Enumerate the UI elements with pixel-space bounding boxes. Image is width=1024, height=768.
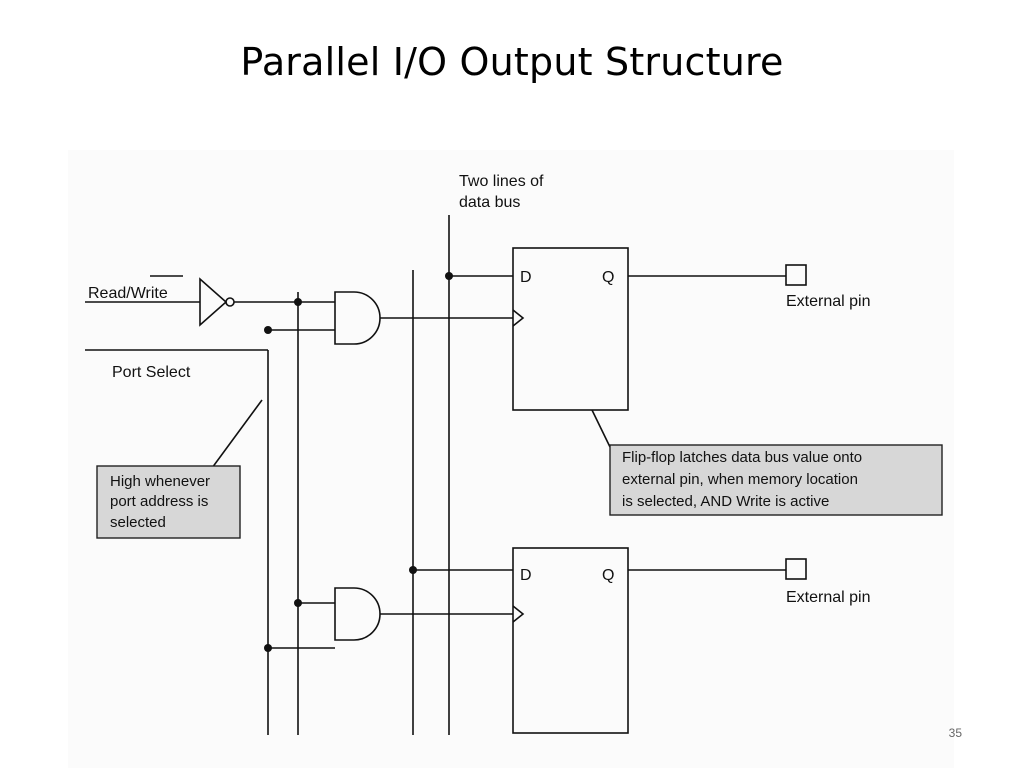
inverter-gate: [199, 277, 228, 327]
flip-flop-2: [512, 547, 629, 734]
read-write-label: Read/Write: [88, 285, 168, 302]
ff1-d-label: D: [520, 269, 532, 286]
junction-bus1-ff2: [409, 566, 417, 574]
port-note-line-3: selected: [110, 514, 166, 531]
external-pin-box-2: [785, 558, 807, 580]
external-pin-box-1: [785, 264, 807, 286]
junction-ps-and1: [264, 326, 272, 334]
junction-ps-and2: [264, 644, 272, 652]
and-gate-2: [334, 587, 381, 641]
ff1-callout-pointer: [591, 409, 611, 448]
data-bus-label-line-2: data bus: [459, 194, 520, 211]
flipflop-note-box: [609, 444, 943, 516]
ff1-q-label: Q: [602, 269, 614, 286]
port-note-line-2: port address is: [110, 493, 208, 510]
port-note-pointer: [211, 399, 263, 469]
ff1-clock-marker: [512, 309, 525, 327]
data-bus-label-line-1: Two lines of: [459, 173, 544, 190]
external-pin-label-2: External pin: [786, 589, 871, 606]
ff2-d-label: D: [520, 567, 532, 584]
port-select-note-box: [96, 465, 241, 539]
junction-write-and2: [294, 599, 302, 607]
ff2-q-label: Q: [602, 567, 614, 584]
junction-bus2-ff1: [445, 272, 453, 280]
flipflop-note-line-1: Flip-flop latches data bus value onto: [622, 449, 862, 466]
flipflop-note-line-2: external pin, when memory location: [622, 471, 858, 488]
and-gate-1: [334, 291, 381, 345]
port-note-line-1: High whenever: [110, 473, 210, 490]
external-pin-label-1: External pin: [786, 293, 871, 310]
port-select-label: Port Select: [112, 364, 191, 381]
flipflop-note-line-3: is selected, AND Write is active: [622, 493, 829, 510]
ff2-clock-marker: [512, 605, 525, 623]
junction-write-and1: [294, 298, 302, 306]
slide-title: Parallel I/O Output Structure: [240, 40, 784, 84]
page-number: 35: [948, 726, 962, 740]
flip-flop-1: [512, 247, 629, 411]
